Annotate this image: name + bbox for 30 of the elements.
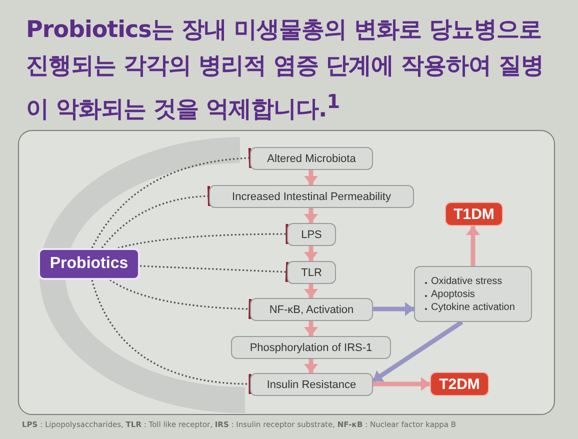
outcome-box: T2DM	[430, 372, 489, 396]
arrow	[304, 359, 318, 373]
inhibition-line	[140, 260, 289, 284]
arrow	[304, 170, 318, 185]
inhibition-line	[91, 280, 252, 396]
process-box: Increased Intestinal Permeability	[209, 185, 414, 208]
title: Probiotics는 장내 미생물총의 변화로 당뇨병으로 진행되는 각각의 병리적 염증 단계에 작용하여 질병이 악화되는 것을 억제합니다.$^{1}$	[26, 16, 545, 125]
inhibition-line	[110, 279, 252, 320]
list-item: Cytokine activation	[425, 302, 515, 312]
arrow	[373, 377, 430, 391]
list-box	[414, 266, 532, 322]
inhibition-line	[91, 146, 252, 248]
arrow	[372, 320, 464, 383]
process-box: NF-κB, Activation	[250, 298, 373, 321]
arrow	[466, 226, 480, 266]
process-box: Phosphorylation of IRS-1	[231, 336, 391, 359]
list-item: Apoptosis	[425, 288, 475, 300]
arrow	[304, 321, 318, 336]
arrow	[373, 302, 414, 316]
process-box: Insulin Resistance	[250, 373, 373, 396]
label-box: Probiotics	[38, 248, 140, 280]
arrow	[304, 246, 318, 261]
process-box: Altered Microbiota	[250, 147, 373, 170]
outcome-box: T1DM	[445, 202, 503, 226]
arrow	[304, 208, 318, 223]
process-box: TLR	[287, 261, 336, 284]
list-item: Oxidative stress	[425, 276, 502, 286]
inhibition-line	[101, 184, 211, 248]
process-box: LPS	[287, 223, 336, 246]
inhibition-line	[118, 222, 288, 249]
